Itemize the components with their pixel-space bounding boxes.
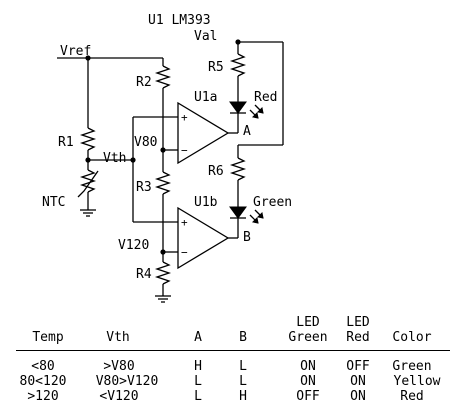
row1-a: H — [194, 359, 202, 374]
u1b-plus-sign: + — [181, 216, 188, 229]
u1b-comparator — [177, 206, 230, 270]
r1-resistor — [79, 127, 97, 151]
v120-label: V120 — [118, 238, 149, 253]
red-led-light-arrow — [256, 106, 264, 114]
header-led-red-line2: Red — [346, 330, 370, 345]
header-led-green-line2: Green — [288, 330, 328, 345]
row3-green: OFF — [296, 389, 320, 404]
circuit-schematic: U1 LM393 Val Vref Vth V80 V120 NTC R1 R2… — [42, 13, 292, 303]
red-led-light-arrow — [251, 111, 259, 119]
green-led-light-arrow — [256, 211, 264, 219]
v80-label: V80 — [134, 135, 157, 150]
chip-label: U1 LM393 — [148, 13, 211, 28]
row3-red: ON — [350, 389, 366, 404]
row1-b: L — [239, 359, 247, 374]
row1-red: OFF — [346, 359, 370, 374]
header-temp: Temp — [32, 330, 64, 345]
u1a-comparator — [177, 101, 230, 165]
r4-resistor — [154, 261, 172, 285]
output-b-label: B — [243, 230, 251, 245]
green-led-diode — [229, 206, 247, 219]
r2-label: R2 — [136, 75, 152, 90]
row3-vth: <V120 — [99, 389, 139, 404]
red-led-diode — [229, 101, 247, 114]
row2-temp: 80<120 — [19, 374, 67, 389]
header-divider — [16, 350, 450, 351]
green-led-label: Green — [253, 195, 292, 210]
row3-temp: >120 — [27, 389, 59, 404]
truth-table: Temp Vth A B LED Green LED Red Color <80… — [0, 312, 468, 417]
junction-dot — [160, 249, 166, 255]
u1a-minus-sign: − — [181, 144, 188, 157]
row2-red: ON — [350, 374, 366, 389]
row2-green: ON — [300, 374, 316, 389]
r1-label: R1 — [58, 135, 74, 150]
row2-vth: V80>V120 — [95, 374, 159, 389]
row1-temp: <80 — [31, 359, 55, 374]
row1-vth: >V80 — [103, 359, 135, 374]
junction-dot — [160, 147, 166, 153]
r6-resistor — [229, 157, 247, 181]
r5-resistor — [229, 53, 247, 77]
ntc-thermistor-slash — [77, 170, 99, 198]
r6-label: R6 — [208, 164, 224, 179]
ntc-label: NTC — [42, 195, 65, 210]
output-a-label: A — [243, 124, 251, 139]
u1a-plus-sign: + — [181, 111, 188, 124]
u1b-minus-sign: − — [181, 246, 188, 259]
vref-label: Vref — [60, 44, 91, 59]
vth-label: Vth — [103, 151, 126, 166]
header-a: A — [194, 330, 202, 345]
row1-color: Green — [392, 359, 432, 374]
row1-green: ON — [300, 359, 316, 374]
r4-label: R4 — [136, 267, 152, 282]
header-led-green-line1: LED — [296, 315, 320, 330]
row3-color: Red — [400, 389, 424, 404]
row2-a: L — [194, 374, 202, 389]
header-led-red-line1: LED — [346, 315, 370, 330]
header-color: Color — [392, 330, 432, 345]
row3-b: H — [239, 389, 247, 404]
r3-resistor — [154, 171, 172, 195]
u1b-label: U1b — [194, 195, 218, 210]
r3-label: R3 — [136, 180, 152, 195]
row2-b: L — [239, 374, 247, 389]
val-label: Val — [194, 29, 217, 44]
row3-a: L — [194, 389, 202, 404]
green-led-light-arrow — [251, 216, 259, 224]
header-b: B — [239, 330, 247, 345]
row2-color: Yellow — [393, 374, 441, 389]
r5-label: R5 — [208, 60, 224, 75]
u1a-label: U1a — [194, 90, 217, 105]
header-vth: Vth — [106, 330, 130, 345]
r2-resistor — [154, 65, 172, 89]
red-led-label: Red — [254, 90, 277, 105]
ntc-thermistor — [79, 169, 97, 193]
